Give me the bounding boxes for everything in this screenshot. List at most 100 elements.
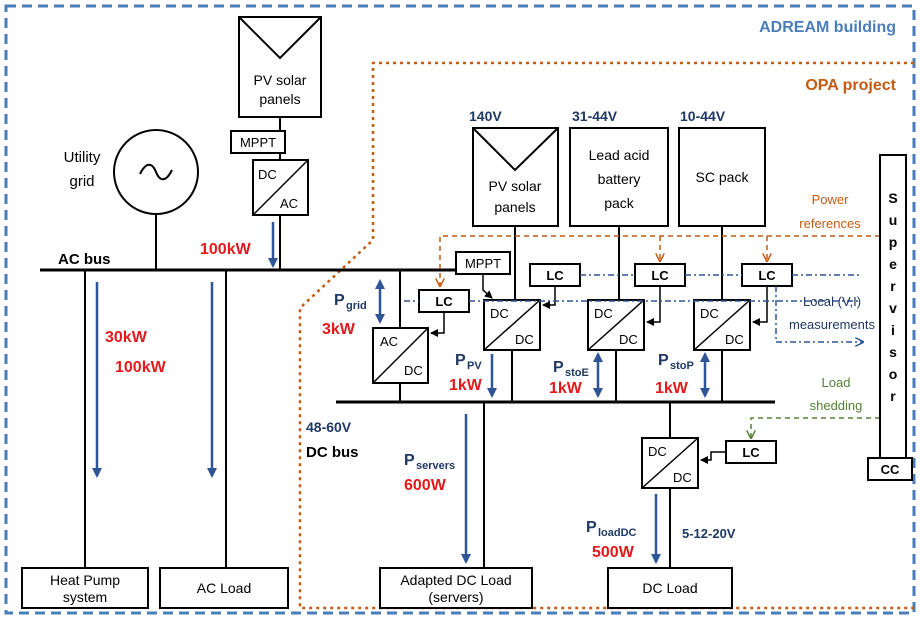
lc-box-pv: LC	[529, 263, 581, 287]
sc-pack-label: SC pack	[696, 169, 750, 185]
supervisor-letter-4: r	[890, 278, 896, 294]
ac-pv-panels: PV solar panels	[238, 16, 322, 118]
load-shedding-line	[751, 417, 880, 437]
p-loaddc-main: P	[586, 519, 597, 536]
battery-pack: Lead acid battery pack	[569, 127, 669, 227]
load-shedding-label-2: shedding	[810, 398, 863, 413]
dcac-bottom-label: AC	[280, 196, 298, 211]
lc-sc-label: LC	[758, 268, 776, 283]
ac-pv-label-1: PV solar	[254, 72, 307, 88]
sine-wave-icon	[139, 163, 173, 181]
p-stop-main: P	[658, 352, 669, 369]
p-servers-value: 600W	[404, 477, 447, 494]
supervisor-letter-2: p	[889, 234, 898, 250]
acdc-top-label: AC	[380, 334, 398, 349]
lc-box-grid: LC	[418, 289, 470, 313]
dcdc-load-top: DC	[648, 444, 667, 459]
dcdc-converter-sc: DC DC	[693, 299, 751, 351]
utility-grid-label-2: grid	[69, 173, 94, 190]
supervisor-letter-8: o	[889, 366, 898, 382]
supervisor-letter-9: r	[890, 388, 896, 404]
dc-pv-panels: PV solar panels	[472, 127, 559, 227]
dc-pv-label-1: PV solar	[489, 178, 542, 194]
sc-voltage-label: 10-44V	[680, 108, 726, 124]
dc-mppt-label: MPPT	[465, 256, 501, 271]
dcdc-sc-bottom: DC	[725, 332, 744, 347]
cc-box: CC	[867, 457, 913, 481]
utility-grid: Utility grid	[64, 129, 199, 270]
supervisor-letter-7: s	[889, 344, 897, 360]
acload-power-value: 100kW	[115, 359, 167, 376]
heatpump-power-value: 30kW	[105, 329, 148, 346]
p-grid-main: P	[334, 292, 345, 309]
p-stop-value: 1kW	[655, 380, 689, 397]
power-references-label-2: references	[799, 216, 861, 231]
pv-voltage-label: 140V	[469, 108, 502, 124]
servers-box: Adapted DC Load (servers)	[379, 567, 533, 609]
solar-panel-icon	[472, 127, 559, 172]
power-references-line	[440, 235, 880, 285]
adream-border	[4, 4, 916, 615]
p-pv-value: 1kW	[449, 377, 483, 394]
lc-pv-label: LC	[546, 268, 564, 283]
acload-label: AC Load	[197, 580, 251, 596]
dcdc-converter-battery: DC DC	[587, 299, 645, 351]
supervisor-letter-6: i	[891, 322, 895, 338]
opa-label: OPA project	[805, 77, 896, 94]
dc-bus-label: DC bus	[306, 444, 359, 461]
lc-box-dcload: LC	[725, 440, 777, 464]
servers-label-1: Adapted DC Load	[400, 572, 511, 588]
supervisor-letter-0: S	[888, 190, 897, 206]
lc-battery-label: LC	[651, 268, 669, 283]
p-loaddc-sub: loadDC	[598, 527, 637, 539]
ac-mppt-box: MPPT	[230, 130, 286, 154]
dc-mppt-box: MPPT	[455, 251, 511, 275]
heatpump-label-1: Heat Pump	[50, 572, 120, 588]
p-stop-sub: stoP	[670, 360, 694, 372]
dcdc-sc-top: DC	[700, 306, 719, 321]
ac-dc-converter: AC DC	[372, 327, 429, 384]
p-grid-value: 3kW	[322, 321, 356, 338]
power-references-label-1: Power	[812, 192, 850, 207]
supervisor-letter-1: u	[889, 212, 898, 228]
dc-bus-voltage-label: 48-60V	[306, 419, 352, 435]
lc-box-battery: LC	[634, 263, 686, 287]
dc-pv-label-2: panels	[494, 199, 535, 215]
lc-box-sc: LC	[741, 263, 793, 287]
dcdc-converter-pv: DC DC	[483, 299, 541, 351]
battery-voltage-label: 31-44V	[572, 108, 618, 124]
dcload-box: DC Load	[607, 567, 733, 609]
ac-mppt-label: MPPT	[240, 135, 276, 150]
supervisor-box: S u p e r v i s o r	[879, 154, 907, 459]
heatpump-box: Heat Pump system	[21, 567, 149, 609]
ac-pv-label-2: panels	[259, 91, 300, 107]
p-servers-main: P	[404, 452, 415, 469]
dcdc-pv-top: DC	[490, 306, 509, 321]
p-servers-sub: servers	[416, 460, 455, 472]
battery-label-3: pack	[604, 195, 635, 211]
p-loaddc-value: 500W	[592, 544, 635, 561]
lc-dcload-label: LC	[742, 445, 760, 460]
dcdc-pv-bottom: DC	[515, 332, 534, 347]
acdc-bottom-label: DC	[404, 363, 423, 378]
lc-grid-label: LC	[435, 294, 453, 309]
load-shedding-label-1: Load	[822, 375, 851, 390]
p-pv-main: P	[455, 352, 466, 369]
dcdc-bat-bottom: DC	[619, 332, 638, 347]
dcac-top-label: DC	[258, 167, 277, 182]
local-measurements-label-1: Local (V,I)	[803, 294, 861, 309]
supervisor-letter-3: e	[889, 256, 897, 272]
acload-box: AC Load	[159, 567, 289, 609]
local-measurements-label-2: measurements	[789, 317, 875, 332]
battery-label-1: Lead acid	[589, 147, 650, 163]
dcdc-converter-load: DC DC	[641, 437, 699, 489]
sc-pack: SC pack	[678, 127, 766, 227]
adream-label: ADREAM building	[759, 19, 896, 36]
dcload-voltage-label: 5-12-20V	[682, 526, 736, 541]
dcload-label: DC Load	[642, 580, 697, 596]
cc-label: CC	[881, 462, 900, 477]
ac-bus-label: AC bus	[58, 251, 111, 268]
dc-ac-converter: DC AC	[252, 159, 309, 216]
